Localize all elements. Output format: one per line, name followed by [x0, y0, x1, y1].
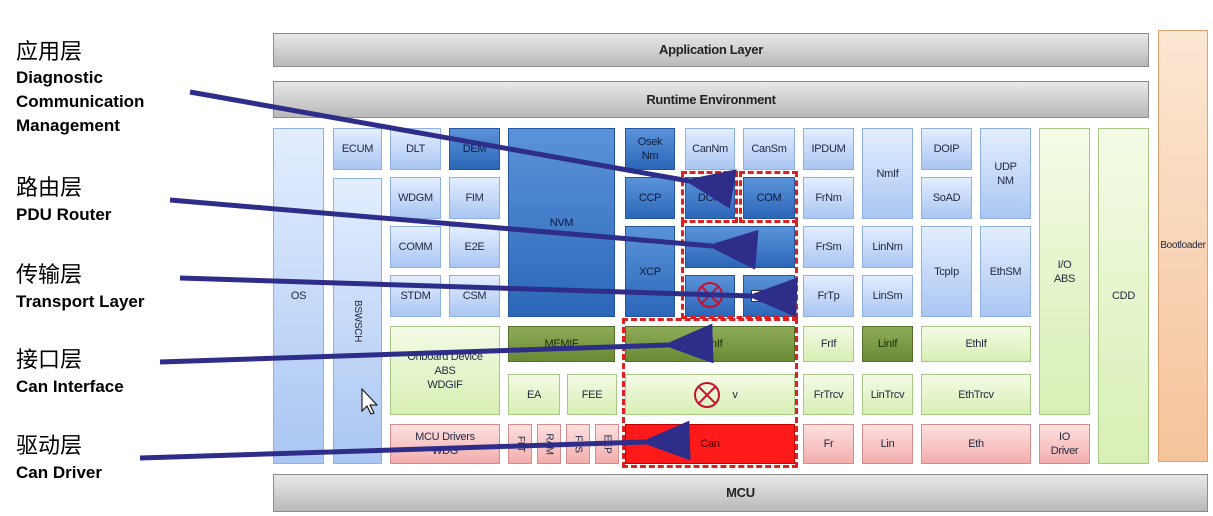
ethtrcv-module: EthTrcv: [921, 374, 1031, 415]
eth-driver-module: Eth: [921, 424, 1031, 464]
memif-module: MEMIF: [508, 326, 615, 362]
bootloader: Bootloader: [1158, 30, 1208, 462]
fim-module: FIM: [449, 177, 500, 219]
xcp-module: XCP: [625, 226, 675, 317]
ecum-module: ECUM: [333, 128, 382, 170]
cannm-module: CanNm: [685, 128, 735, 170]
frnm-module: FrNm: [803, 177, 854, 219]
annotation-router: 路由层 PDU Router: [16, 176, 112, 224]
ram-module: RAM: [537, 424, 561, 464]
dlt-module: DLT: [390, 128, 441, 170]
annotation-interface: 接口层 Can Interface: [16, 348, 124, 396]
osek-nm-module: Osek Nm: [625, 128, 675, 170]
ethsm-module: EthSM: [980, 226, 1031, 317]
tcpip-module: TcpIp: [921, 226, 972, 317]
j1939tp-label: J1939Tp: [751, 290, 791, 302]
frif-module: FrIf: [803, 326, 854, 362]
os-module: OS: [273, 128, 324, 464]
fls-module: FLS: [566, 424, 590, 464]
disabled-cantp-icon: [697, 282, 723, 308]
ipdum-module: IPDUM: [803, 128, 854, 170]
application-layer: Application Layer: [273, 33, 1149, 67]
ea-module: EA: [508, 374, 560, 415]
canif-module: CanIf: [625, 326, 795, 362]
cansm-module: CanSm: [743, 128, 795, 170]
io-driver-module: IO Driver: [1039, 424, 1090, 464]
flt-module: FLT: [508, 424, 532, 464]
soad-module: SoAD: [921, 177, 972, 219]
pdur-module: PDUR: [685, 226, 795, 268]
com-module: COM: [743, 177, 795, 219]
lin-driver-module: Lin: [862, 424, 913, 464]
csm-module: CSM: [449, 275, 500, 317]
nvm-module: NVM: [508, 128, 615, 317]
annotation-application: 应用层 Diagnostic Communication Management: [16, 40, 145, 135]
frsm-module: FrSm: [803, 226, 854, 268]
comm-module: COMM: [390, 226, 441, 268]
lintrcv-module: LinTrcv: [862, 374, 913, 415]
stdm-module: STDM: [390, 275, 441, 317]
frtp-module: FrTp: [803, 275, 854, 317]
fee-module: FEE: [567, 374, 617, 415]
dem-module: DEM: [449, 128, 500, 170]
linsm-module: LinSm: [862, 275, 913, 317]
runtime-environment: Runtime Environment: [273, 81, 1149, 118]
annotation-transport: 传输层 Transport Layer: [16, 263, 145, 311]
doip-module: DOIP: [921, 128, 972, 170]
dcm-module: DCM: [685, 177, 735, 219]
can-driver-module: Can: [625, 424, 795, 464]
mcu-layer: MCU: [273, 474, 1208, 512]
ccp-module: CCP: [625, 177, 675, 219]
io-abs-module: I/O ABS: [1039, 128, 1090, 415]
cdd-module: CDD: [1098, 128, 1149, 464]
eep-module: EEP: [595, 424, 619, 464]
linif-module: LinIf: [862, 326, 913, 362]
frtrcv-module: FrTrcv: [803, 374, 854, 415]
linnm-module: LinNm: [862, 226, 913, 268]
wdgm-module: WDGM: [390, 177, 441, 219]
e2e-module: E2E: [449, 226, 500, 268]
udpnm-module: UDP NM: [980, 128, 1031, 219]
annotation-driver: 驱动层 Can Driver: [16, 434, 102, 482]
fr-driver-module: Fr: [803, 424, 854, 464]
nmif-module: NmIf: [862, 128, 913, 219]
disabled-cantrcv-icon: [694, 382, 720, 408]
ethif-module: EthIf: [921, 326, 1031, 362]
bswsch-module: BSWSCH: [333, 178, 382, 464]
